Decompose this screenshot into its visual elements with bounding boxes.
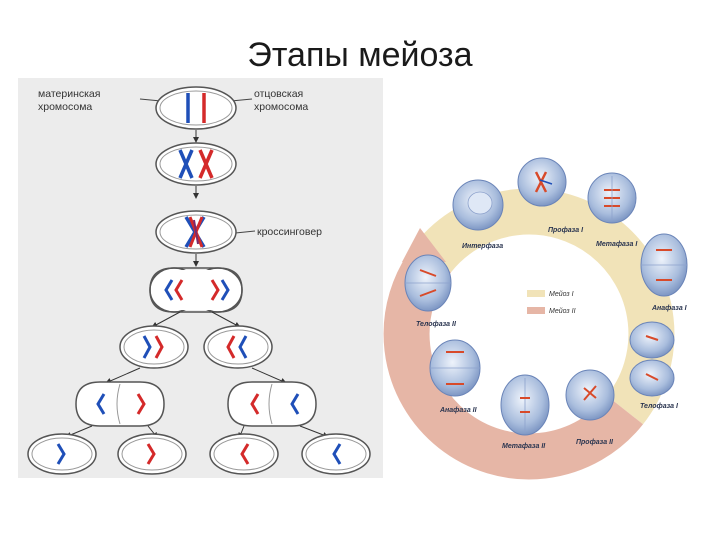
phase-label: Телофаза II [416, 321, 457, 328]
maternal-chromosome-label: материнская [38, 88, 100, 100]
gamete-3 [210, 434, 278, 474]
cycle-cell-prophase1 [518, 158, 566, 206]
phase-label: Интерфаза [462, 243, 503, 250]
cell-meiosis1-daughter-left [120, 326, 188, 368]
legend-label-meiosis2: Мейоз II [549, 307, 576, 315]
phase-label: Телофаза I [640, 403, 679, 410]
cell-meiosis1-daughter-right [204, 326, 272, 368]
legend-swatch-meiosis2 [527, 307, 545, 314]
cycle-cell-prophase2 [566, 370, 614, 420]
phase-label: Анафаза II [439, 407, 478, 414]
cycle-cell-anaphase1 [641, 234, 687, 296]
cell-meiosis2-division-left [76, 382, 164, 426]
gamete-4 [302, 434, 370, 474]
meiosis-cycle: Интерфаза Профаза I Метафаза I Анафаза I… [402, 158, 688, 456]
cycle-cell-interphase [453, 180, 503, 230]
cycle-cell-metaphase1 [588, 173, 636, 223]
cycle-cell-anaphase2 [430, 340, 480, 396]
phase-label: Метафаза II [502, 443, 546, 450]
legend-swatch-meiosis1 [527, 290, 545, 297]
maternal-chromosome-label: хромосома [38, 101, 92, 113]
gamete-1 [28, 434, 96, 474]
phase-label: Метафаза I [596, 241, 638, 248]
paternal-chromosome-label: хромосома [254, 101, 308, 113]
legend-label-meiosis1: Мейоз I [549, 290, 574, 298]
gamete-2 [118, 434, 186, 474]
cycle-cell-telophase2 [405, 255, 451, 311]
cell-meiosis2-division-right [228, 382, 316, 426]
phase-label: Анафаза I [651, 305, 688, 312]
cell-interphase [156, 87, 236, 129]
phase-label: Профаза I [548, 227, 584, 234]
cycle-cell-metaphase2 [501, 375, 549, 435]
left-diagram: материнская хромосома отцовская хромосом… [18, 78, 383, 478]
crossover-label: кроссинговер [257, 226, 322, 238]
cell-replicated [156, 143, 236, 185]
cell-crossover [156, 211, 236, 253]
paternal-chromosome-label: отцовская [254, 88, 303, 100]
phase-label: Профаза II [576, 439, 614, 446]
cell-meiosis1-division [150, 268, 242, 312]
